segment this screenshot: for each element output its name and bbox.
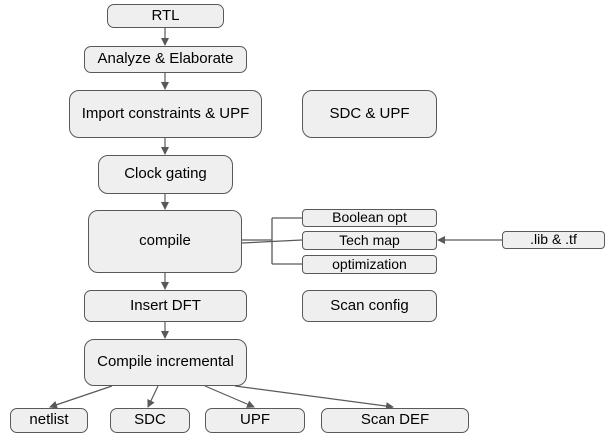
node-sdc: SDC [110, 408, 190, 433]
node-lib-tf: .lib & .tf [502, 231, 605, 249]
node-insert-dft: Insert DFT [84, 290, 247, 322]
node-analyze-elaborate: Analyze & Elaborate [84, 46, 247, 73]
node-scan-config: Scan config [302, 290, 437, 322]
node-boolean-opt: Boolean opt [302, 209, 437, 227]
node-compile-incremental: Compile incremental [84, 339, 247, 386]
node-optimization: optimization [302, 255, 437, 274]
arrow-incremental-to-upf [204, 385, 255, 408]
node-tech-map: Tech map [302, 231, 437, 250]
node-sdc-upf: SDC & UPF [302, 90, 437, 138]
node-import-constraints-upf: Import constraints & UPF [69, 90, 262, 138]
node-clock-gating: Clock gating [98, 155, 233, 194]
node-upf: UPF [205, 408, 305, 433]
node-rtl: RTL [107, 4, 224, 28]
arrow-incremental-to-scandef [234, 385, 394, 411]
node-scan-def: Scan DEF [321, 408, 469, 433]
arrow-incremental-to-sdc [147, 385, 159, 408]
node-compile: compile [88, 210, 242, 273]
arrow-incremental-to-netlist [49, 385, 113, 409]
node-netlist: netlist [10, 408, 88, 433]
